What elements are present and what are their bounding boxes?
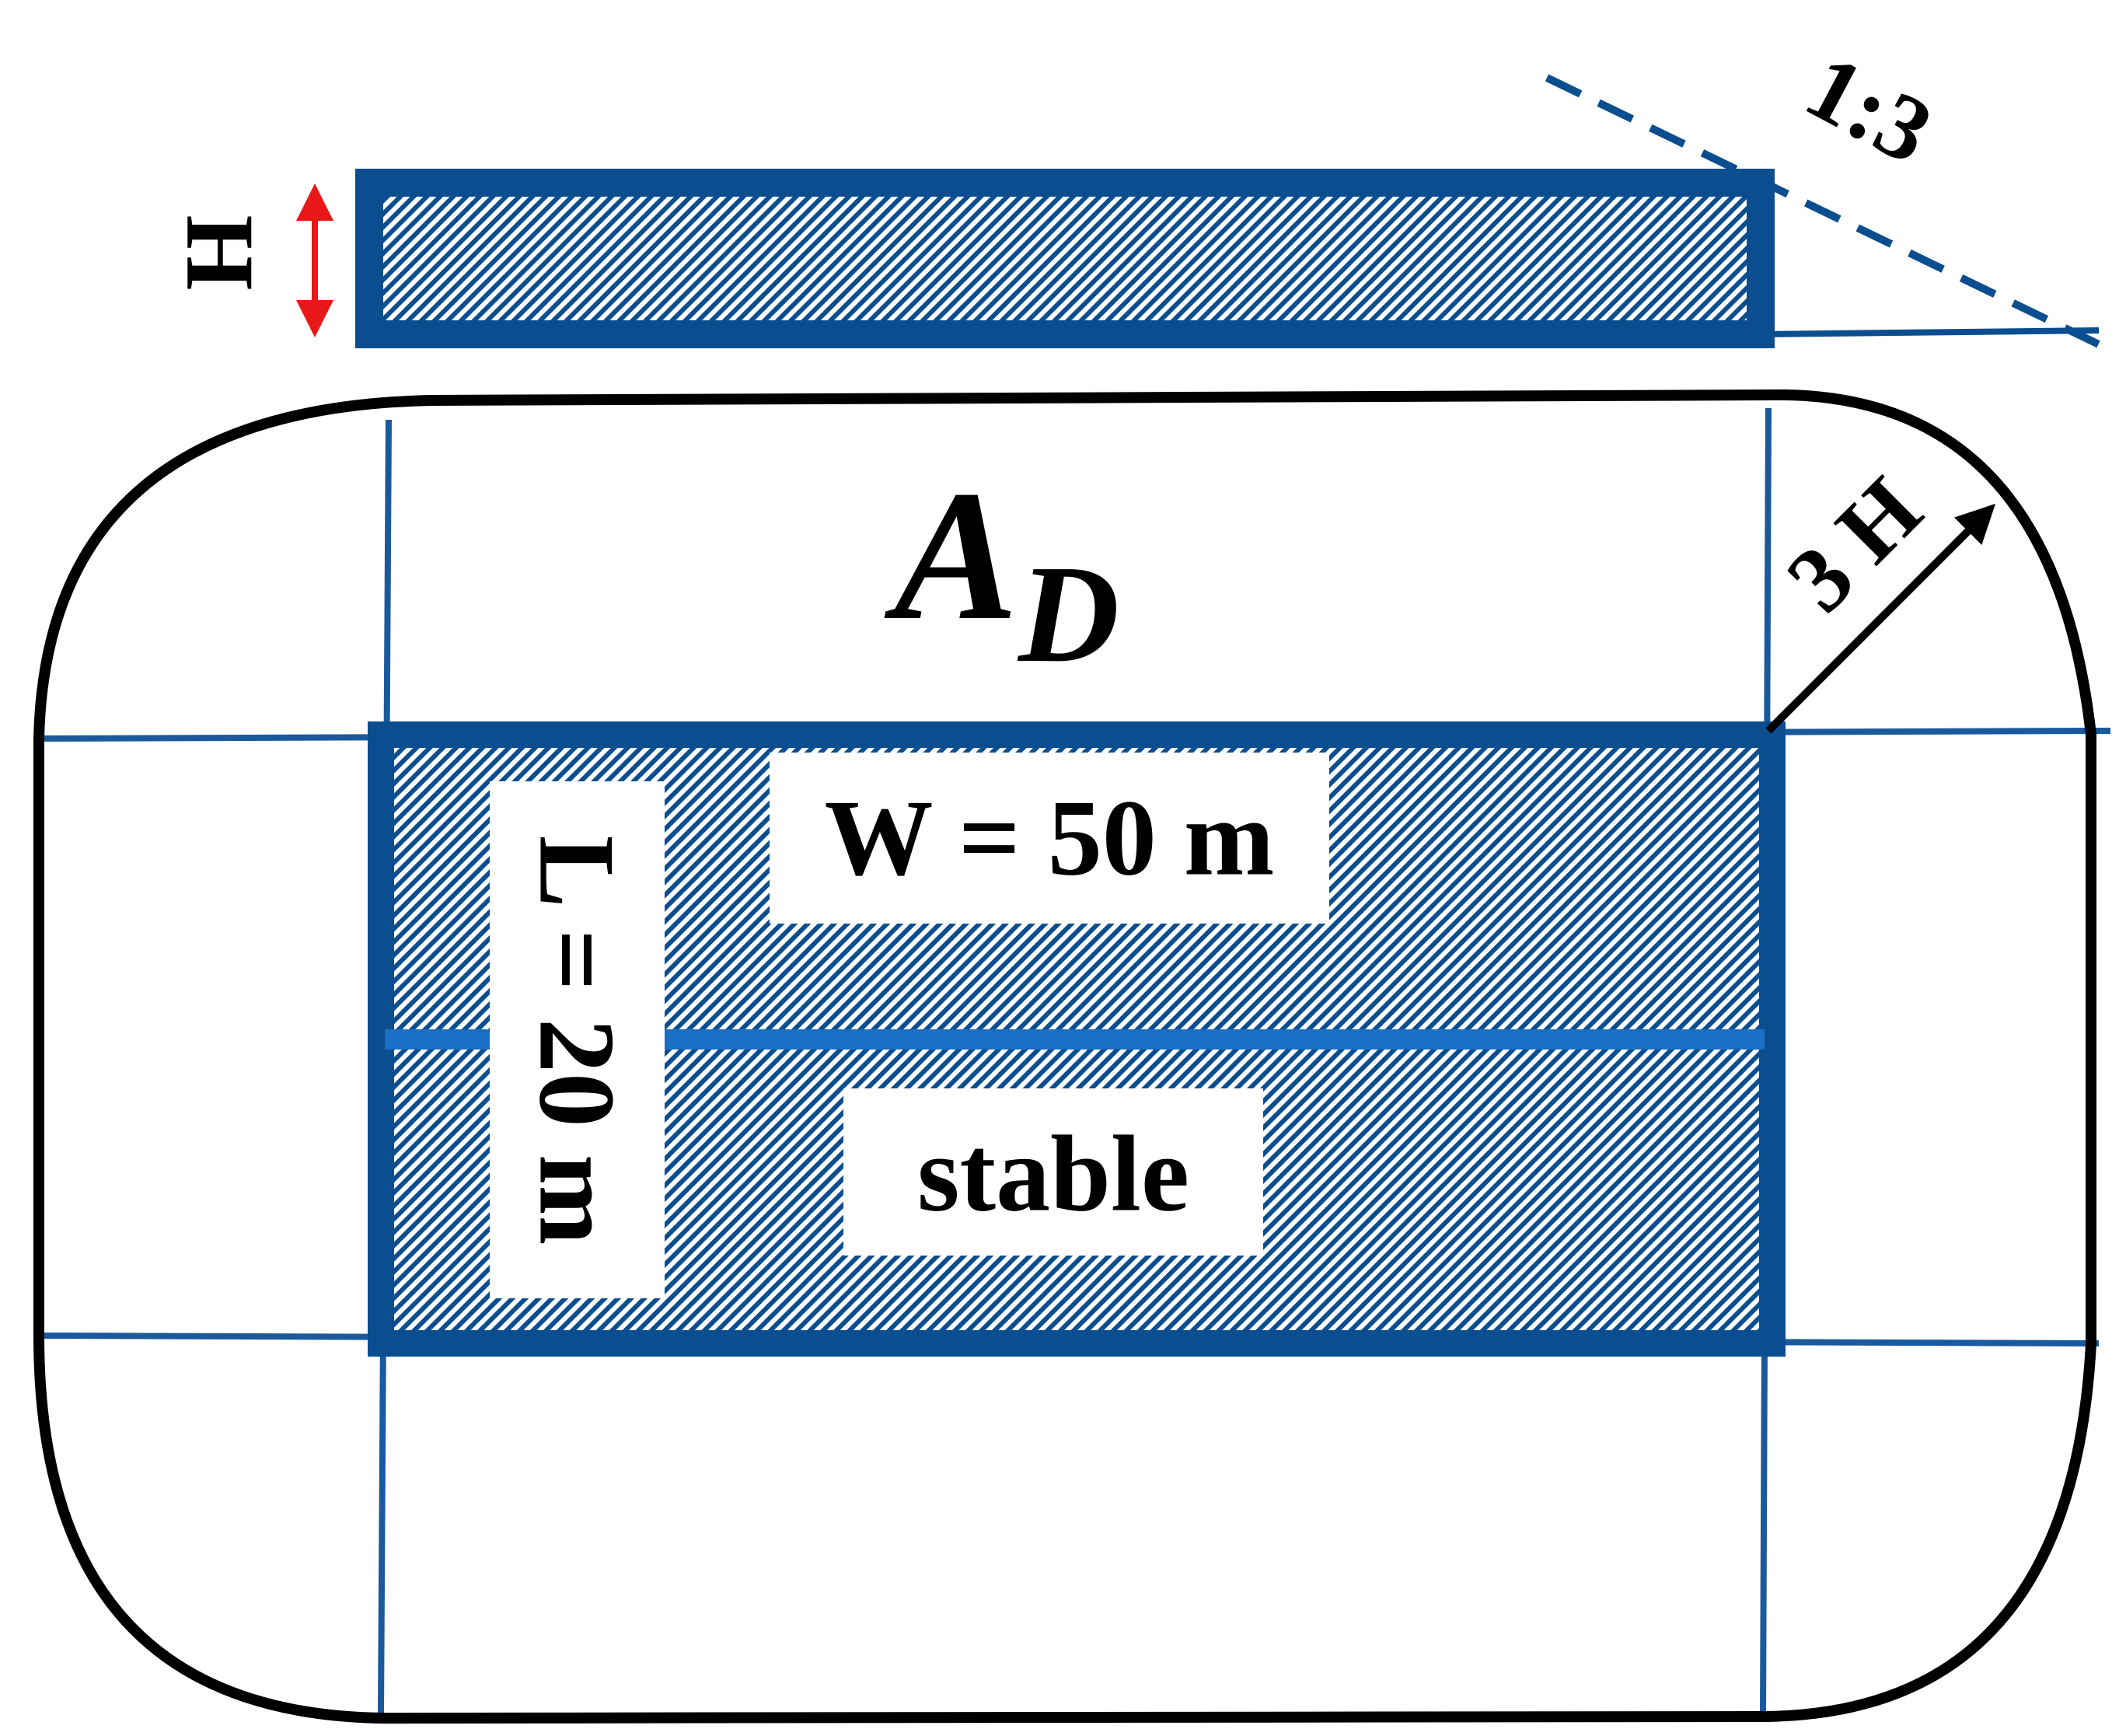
length-label: L = 20 m bbox=[517, 835, 637, 1245]
radius-label: 3 H bbox=[1767, 457, 1941, 631]
ground-line bbox=[1760, 327, 2100, 337]
radius-arrow bbox=[1765, 503, 1996, 734]
width-label: W = 50 m bbox=[825, 778, 1275, 899]
area-label-base: A bbox=[884, 452, 1018, 658]
length-label-box bbox=[490, 781, 665, 1298]
slope-dashed-line bbox=[1545, 74, 2101, 348]
stable-label-box bbox=[843, 1088, 1263, 1256]
area-label: AD bbox=[884, 452, 1119, 691]
stable-label: stable bbox=[917, 1114, 1189, 1235]
pile-elevation-box bbox=[355, 169, 1775, 348]
width-label-box bbox=[770, 753, 1329, 924]
area-label-subscript: D bbox=[1017, 536, 1119, 691]
plan-view: W = 50 m L = 20 m stable AD 3 H bbox=[33, 389, 2111, 1724]
side-elevation: H 1:3 bbox=[166, 34, 2101, 348]
height-label: H bbox=[166, 215, 273, 290]
influence-boundary bbox=[33, 389, 2096, 1724]
slope-label: 1:3 bbox=[1790, 34, 1949, 184]
